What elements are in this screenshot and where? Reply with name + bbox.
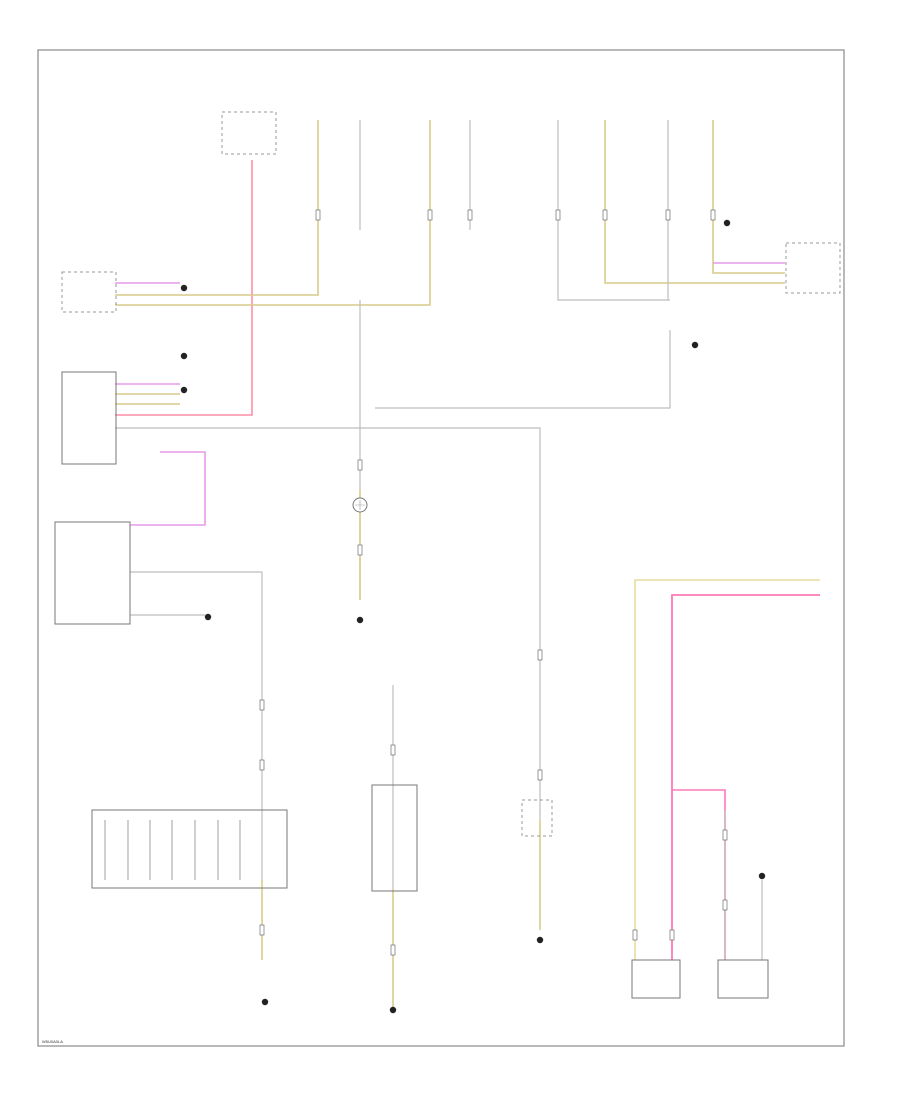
wire-right-yellow-1 [604,120,785,284]
connector-icon [710,209,716,221]
diagram-frame [37,49,845,1047]
fuse-box [221,111,277,155]
connector-icon [602,209,608,221]
connector-icon [357,459,363,471]
connector-icon [427,209,433,221]
wire-yellow-2 [115,120,431,306]
trunk-lamp-box [371,784,418,892]
connector-icon [632,929,638,941]
wire-violet-3 [130,451,206,526]
lamp-filament [355,500,365,510]
wires [115,120,820,1010]
connector-icon [669,929,675,941]
left-module-middle [61,371,117,465]
wire-horizontal-2 [375,330,671,409]
connector-icon [315,209,321,221]
ground-icon [180,352,188,360]
ground-icon [204,613,212,621]
connector-icon [390,744,396,756]
figure-id: W5U0A0LA [42,1039,63,1044]
grounds [180,219,766,1014]
ground-icon [389,1006,397,1014]
instrument-cluster [54,521,131,625]
connector-icon [259,924,265,936]
left-module-upper [61,271,117,313]
ground-icon [723,219,731,227]
wire-lower-pink [671,594,820,960]
switch-block [91,809,288,889]
right-module-upper [785,242,841,294]
ground-icon [691,341,699,349]
ground-icon [758,872,766,880]
connector-icon [537,649,543,661]
wire-horizontal-1 [115,427,541,820]
connector-icon [555,209,561,221]
wire-cluster-out [130,571,263,880]
connector-icon [357,544,363,556]
wire-yellow-1 [115,120,319,296]
wire-right-yellow-2 [712,120,785,274]
connector-icon [259,759,265,771]
switch-pins [104,820,241,880]
connector-icon [722,899,728,911]
components [54,111,841,999]
ground-icon [180,284,188,292]
lamp-right-lower [717,959,769,999]
connector-icon [259,699,265,711]
connectors [259,209,728,956]
ground-icon [356,616,364,624]
ground-icon [261,998,269,1006]
wire-pink-feed [115,160,253,416]
connector-icon [722,829,728,841]
connector-icon [467,209,473,221]
connector-icon [537,769,543,781]
connector-icon [390,944,396,956]
ground-icon [536,936,544,944]
license-lamp [521,799,553,837]
ground-icon [180,386,188,394]
wire-right-gray-1 [557,120,670,301]
connector-icon [665,209,671,221]
wire-lower-pink-branch [672,789,726,960]
wire-lower-yellow [634,579,820,960]
lamp-left-lower [631,959,681,999]
